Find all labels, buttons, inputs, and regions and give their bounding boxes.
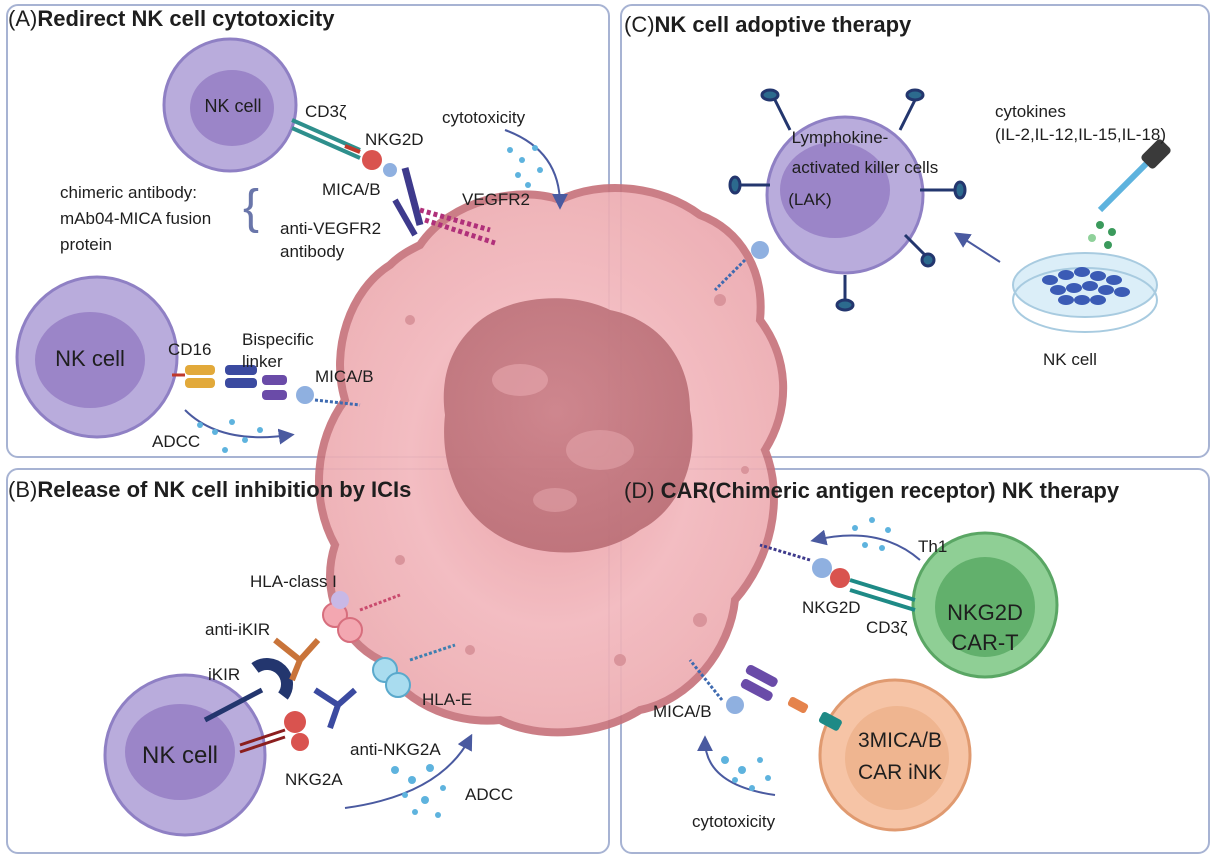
panel-a-heading: Redirect NK cell cytotoxicity: [37, 6, 335, 31]
hla-class-i: [322, 591, 401, 643]
cytotoxicity-label-a: cytotoxicity: [442, 108, 526, 127]
panel-d-heading: CAR(Chimeric antigen receptor) NK therap…: [660, 478, 1120, 503]
bispecific-label-2: linker: [242, 352, 283, 371]
nkg2d-label-a: NKG2D: [365, 130, 424, 149]
nkg2d-label-d: NKG2D: [802, 598, 861, 617]
panel-d-title: (D) CAR(Chimeric antigen receptor) NK th…: [624, 478, 1119, 504]
nk-cell-label-a-bottom: NK cell: [55, 346, 125, 371]
car-t-label-1: NKG2D: [947, 600, 1023, 625]
anti-ikir-antibody: [273, 637, 321, 682]
adcc-label-b: ADCC: [465, 785, 514, 804]
car-ink-cell: [818, 678, 972, 832]
ikir-receptor: [203, 658, 293, 723]
car-t-cell: [911, 531, 1059, 679]
petri-dish: [1012, 252, 1158, 333]
adcc-dots-b: [391, 764, 446, 818]
chimeric-receptor-top: [291, 118, 496, 246]
cd3z-label-a: CD3ζ: [305, 102, 347, 121]
adcc-label-a: ADCC: [152, 432, 201, 451]
tumor-cell: [315, 184, 788, 737]
car-ink-label-2: CAR iNK: [857, 761, 942, 784]
hla-class-i-label: HLA-class I: [250, 572, 337, 591]
nk-cell-a-bottom: [15, 275, 179, 439]
cd3z-label-d: CD3ζ: [866, 618, 908, 637]
nk-cell-a-top: [162, 37, 298, 173]
lak-label-2: activated killer cells: [791, 158, 939, 177]
anti-vegfr2-label-1: anti-VEGFR2: [280, 219, 382, 238]
micab-label-a-top: MICA/B: [322, 180, 381, 199]
cytotoxicity-dots-d: [721, 756, 771, 791]
micab-car: [688, 659, 842, 731]
cytokines-label-2: (IL-2,IL-12,IL-15,IL-18): [995, 125, 1167, 144]
anti-nkg2a-antibody: [313, 687, 357, 729]
nkg2d-car: [759, 543, 916, 612]
anti-nkg2a-label: anti-NKG2A: [350, 740, 441, 759]
panel-a-letter: (A): [8, 6, 38, 31]
lak-label-1: Lymphokine-: [791, 128, 889, 147]
hla-e: [372, 643, 456, 698]
cytotoxicity-dots-a: [507, 145, 543, 188]
dropper: [1088, 139, 1171, 249]
chimeric-antibody-label-2: mAb04-MICA fusion: [60, 209, 212, 228]
car-ink-label-1: 3MICA/B: [857, 729, 943, 752]
th1-dots: [852, 517, 891, 551]
panel-d-letter: (D): [624, 478, 655, 503]
cytotoxicity-label-d: cytotoxicity: [692, 812, 776, 831]
anti-vegfr2-label-2: antibody: [280, 242, 345, 261]
nkg2a-label: NKG2A: [285, 770, 343, 789]
ikir-label: iKIR: [208, 665, 241, 684]
brace: {: [243, 181, 260, 234]
micab-label-a-bottom: MICA/B: [315, 367, 374, 386]
lak-cell: [713, 88, 967, 312]
cd16-label: CD16: [168, 340, 212, 359]
panel-b-title: (B)Release of NK cell inhibition by ICIs: [8, 477, 411, 503]
panel-c-heading: NK cell adoptive therapy: [654, 12, 912, 37]
vegfr2-label: VEGFR2: [462, 190, 531, 209]
lak-label-3: (LAK): [788, 190, 832, 209]
car-t-label-2: CAR-T: [951, 630, 1019, 655]
nk-cell-b: [103, 673, 267, 837]
hla-e-label: HLA-E: [422, 690, 473, 709]
nkg2a-receptor: [239, 711, 309, 754]
chimeric-antibody-label-1: chimeric antibody:: [60, 183, 198, 202]
nk-cell-label-b: NK cell: [141, 742, 219, 769]
panel-c-letter: (C): [624, 12, 655, 37]
panel-a-title: (A)Redirect NK cell cytotoxicity: [8, 6, 334, 32]
nk-cell-label-c: NK cell: [1043, 350, 1097, 369]
micab-label-d: MICA/B: [653, 702, 712, 721]
nk-cell-label-a-top: NK cell: [204, 96, 262, 116]
cytokines-label-1: cytokines: [995, 102, 1066, 121]
panel-c-title: (C)NK cell adoptive therapy: [624, 12, 911, 38]
bispecific-linker: [172, 365, 361, 407]
panel-b-heading: Release of NK cell inhibition by ICIs: [37, 477, 412, 502]
panel-b-letter: (B): [8, 477, 38, 502]
anti-ikir-label: anti-iKIR: [205, 620, 271, 639]
chimeric-antibody-label-3: protein: [60, 235, 112, 254]
th1-label: Th1: [918, 537, 948, 556]
bispecific-label-1: Bispecific: [242, 330, 314, 349]
adcc-dots-a: [197, 419, 263, 453]
